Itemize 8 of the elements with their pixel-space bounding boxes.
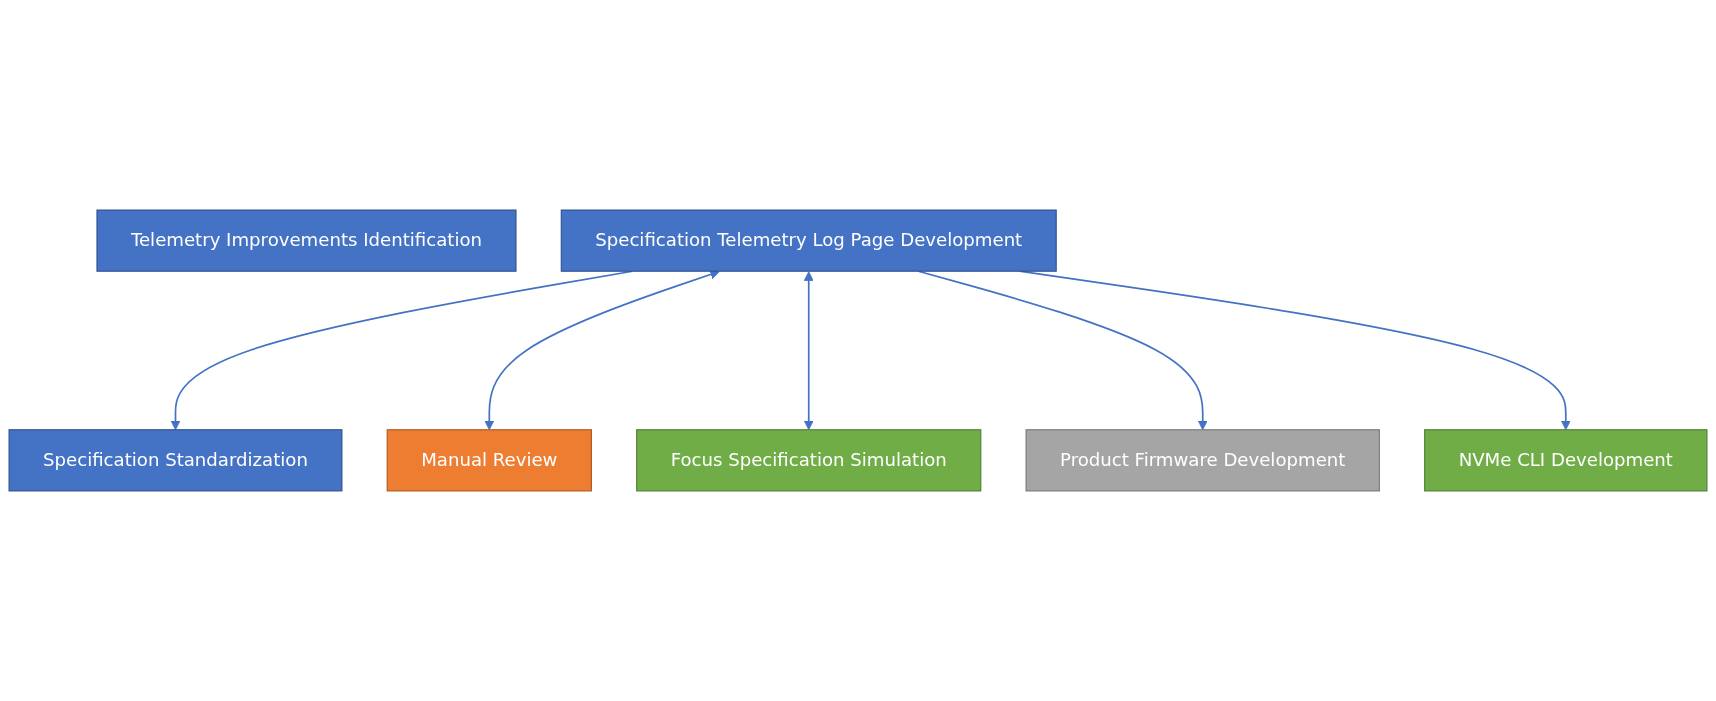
node-box: Manual Review (386, 429, 592, 492)
node-box: NVMe CLI Development (1424, 429, 1708, 492)
arrow (803, 271, 814, 431)
node-box: Specification Standardization (8, 429, 343, 492)
node-box: Specification Telemetry Log Page Development (560, 209, 1057, 272)
node-box: Product Firmware Development (1025, 429, 1380, 492)
node-box: Telemetry Improvements Identification (96, 209, 517, 272)
node-box: Focus Specification Simulation (636, 429, 982, 492)
